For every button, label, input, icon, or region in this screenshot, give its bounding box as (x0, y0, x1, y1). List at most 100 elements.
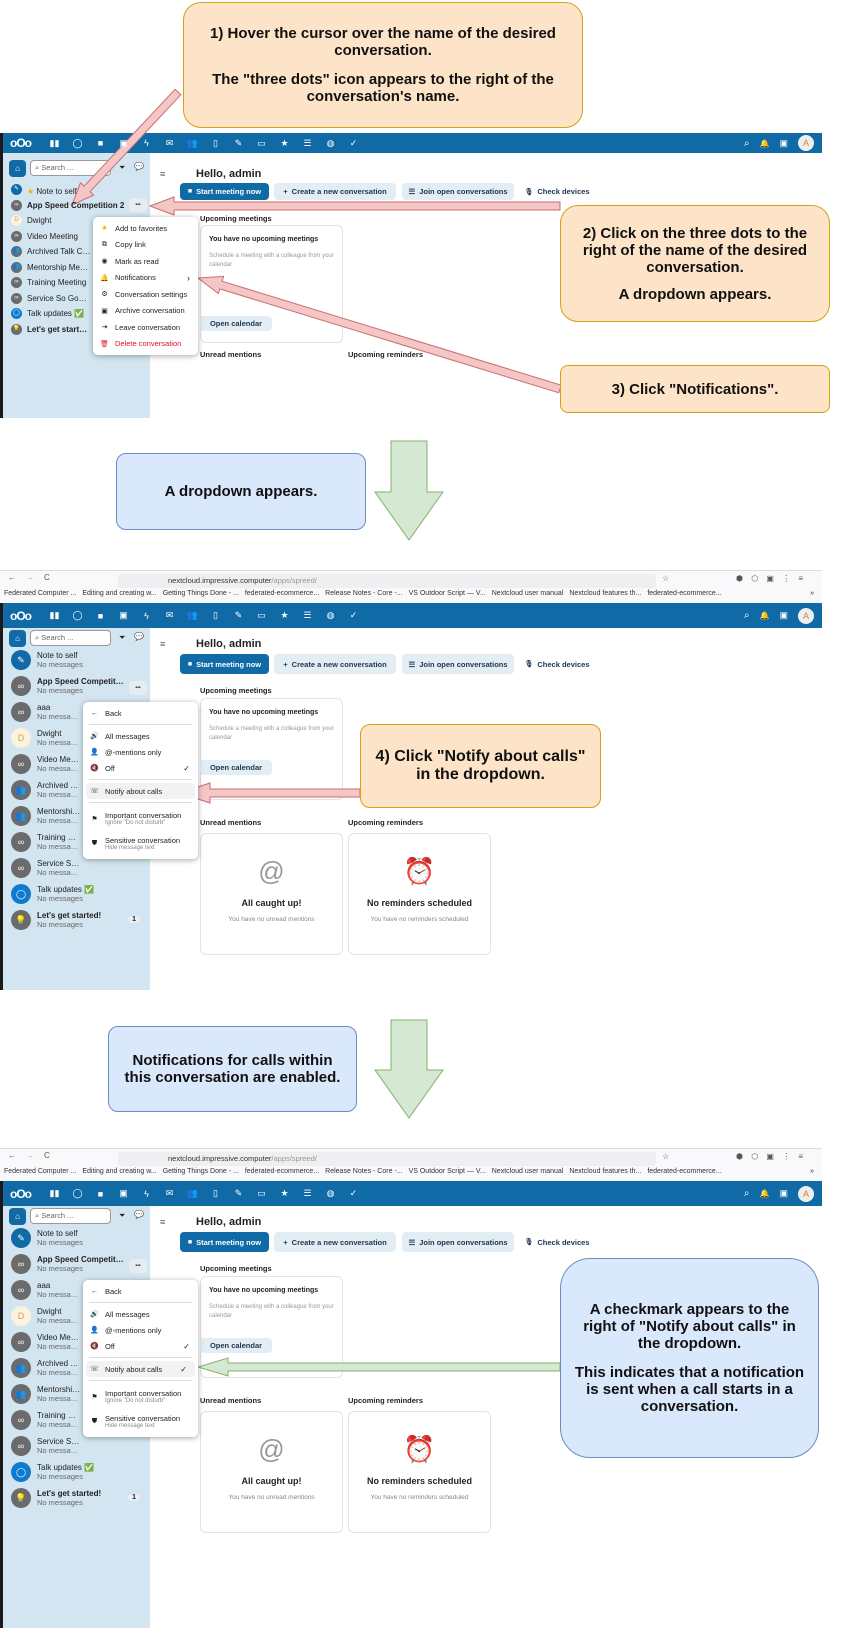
check-icon[interactable]: ✓ (349, 137, 358, 148)
filter-icon[interactable]: ⏷ (119, 633, 126, 642)
conversation-item[interactable]: ∞Service So Good, Cusomters Love ItNo me… (11, 855, 81, 881)
new-conversation-icon[interactable]: 💬 (134, 162, 144, 171)
bookmarks-more[interactable]: » (810, 1168, 814, 1175)
menu-item-archive-conversation[interactable]: ▣Archive conversation (93, 303, 198, 320)
conversation-item[interactable]: ✎★ Note to self (11, 182, 146, 198)
join-open-conversations-button[interactable]: ☰Join open conversations (402, 654, 514, 674)
home-button[interactable]: ⌂ (9, 1208, 26, 1225)
home-button[interactable]: ⌂ (9, 630, 26, 647)
user-avatar[interactable]: A (798, 607, 814, 624)
bookmark-item[interactable]: VS Outdoor Script — V... (408, 590, 486, 597)
menu-item-all[interactable]: 🔊All messages (83, 1306, 198, 1322)
deck-icon[interactable]: ▭ (257, 137, 266, 148)
conversation-item[interactable]: ∞Service So Good, Cusomters Love ItNo me… (11, 1433, 81, 1459)
menu-item-notifications[interactable]: 🔔Notifications› (93, 270, 198, 287)
bookmark-item[interactable]: Nextcloud user manual (491, 1168, 564, 1175)
menu-item-back[interactable]: ←Back (83, 705, 198, 721)
files-icon[interactable]: ■ (97, 610, 104, 621)
search-icon[interactable]: ⌕ (743, 137, 750, 149)
mail-icon[interactable]: ✉ (165, 1188, 174, 1198)
favorites-icon[interactable]: ★ (280, 1188, 289, 1198)
back-icon[interactable]: ← (8, 1151, 16, 1160)
menu-item-mentions[interactable]: 👤@-mentions only (83, 1322, 198, 1338)
conversation-item[interactable]: 👥Archived Talk Conversation (11, 244, 91, 260)
dashboard-icon[interactable]: ▮▮ (49, 610, 60, 620)
conversation-item[interactable]: 👥Mentorship Meeting (11, 260, 91, 276)
globe-icon[interactable]: ◍ (326, 610, 335, 620)
calendar-icon[interactable]: ▯ (213, 137, 218, 148)
create-conversation-button[interactable]: +Create a new conversation (274, 654, 396, 674)
mail-icon[interactable]: ✉ (165, 137, 174, 148)
conversation-item[interactable]: ∞Video Meeting (11, 229, 91, 245)
favorites-icon[interactable]: ★ (280, 610, 289, 620)
talk-icon[interactable]: ◯ (72, 610, 83, 620)
open-calendar-button[interactable]: Open calendar (200, 760, 272, 775)
contacts-icon[interactable]: 👥 (186, 137, 199, 148)
notes-icon[interactable]: ✎ (234, 137, 243, 148)
menu-item-add-to-favorites[interactable]: ★Add to favorites (93, 220, 198, 237)
notes-icon[interactable]: ✎ (234, 610, 243, 620)
open-calendar-button[interactable]: Open calendar (200, 1338, 272, 1353)
contacts-icon[interactable]: ▣ (779, 1188, 788, 1198)
menu-item-off[interactable]: 🔇Off✓ (83, 1338, 198, 1354)
files-icon[interactable]: ■ (97, 1188, 104, 1199)
bookmark-item[interactable]: Getting Things Done - ... (162, 590, 239, 597)
bookmark-item[interactable]: Getting Things Done - ... (162, 1168, 239, 1175)
toggle-sidebar-icon[interactable]: ≡ (160, 1217, 166, 1227)
menu-item-copy-link[interactable]: ⧉Copy link (93, 237, 198, 254)
calendar-icon[interactable]: ▯ (213, 1188, 218, 1198)
bookmark-item[interactable]: Nextcloud user manual (491, 590, 564, 597)
search-input[interactable]: ⌕ Search ... (30, 160, 111, 176)
dashboard-icon[interactable]: ▮▮ (49, 1188, 60, 1198)
conversation-item[interactable]: 💡Let's get started! (11, 322, 91, 338)
conversation-item[interactable]: ∞Service So Good, Cusomters Love It (11, 291, 91, 307)
menu-item-delete-conversation[interactable]: 🗑Delete conversation (93, 336, 198, 353)
menu-item-off[interactable]: 🔇Off✓ (83, 760, 198, 776)
notes-icon[interactable]: ✎ (234, 1188, 243, 1198)
toggle-sidebar-icon[interactable]: ≡ (160, 169, 166, 179)
menu-item-calls[interactable]: ☏Notify about calls✓ (86, 1361, 195, 1377)
search-icon[interactable]: ⌕ (743, 610, 750, 621)
start-meeting-button[interactable]: ■Start meeting now (180, 1232, 269, 1252)
contacts-icon[interactable]: 👥 (186, 610, 199, 620)
notifications-icon[interactable]: 🔔 (759, 611, 770, 620)
conversation-item[interactable]: ∞Video MeetingNo messages (11, 751, 81, 777)
conversation-item[interactable]: ∞Video MeetingNo messages (11, 1329, 81, 1355)
search-input[interactable]: ⌕ Search ... (30, 1208, 111, 1224)
join-open-conversations-button[interactable]: ☰Join open conversations (402, 1232, 514, 1252)
deck-icon[interactable]: ▭ (257, 610, 266, 620)
url-bar[interactable]: nextcloud.impressive.computer/apps/spree… (118, 574, 656, 588)
files-icon[interactable]: ■ (97, 138, 104, 148)
activity-icon[interactable]: ϟ (144, 1188, 149, 1199)
bookmark-item[interactable]: federated-ecommerce... (244, 590, 320, 597)
menu-item-all[interactable]: 🔊All messages (83, 728, 198, 744)
conversation-item[interactable]: 👥Mentorship MeetingNo messages (11, 803, 81, 829)
conversation-item[interactable]: ∞Training MeetingNo messages (11, 1407, 81, 1433)
notifications-icon[interactable]: 🔔 (759, 138, 770, 148)
conversation-item[interactable]: ∞Training MeetingNo messages (11, 829, 81, 855)
user-avatar[interactable]: A (798, 1185, 814, 1202)
bookmark-item[interactable]: federated-ecommerce... (647, 590, 722, 597)
start-meeting-button[interactable]: ■Start meeting now (180, 654, 269, 674)
start-meeting-button[interactable]: ■Start meeting now (180, 183, 269, 200)
reload-icon[interactable]: C (44, 1151, 50, 1160)
nextcloud-logo[interactable]: oOo (10, 608, 32, 623)
create-conversation-button[interactable]: +Create a new conversation (274, 183, 396, 200)
menu-item-leave-conversation[interactable]: ⇥Leave conversation (93, 319, 198, 336)
bookmark-item[interactable]: federated-ecommerce... (244, 1168, 320, 1175)
bookmark-item[interactable]: VS Outdoor Script — V... (408, 1168, 486, 1175)
bookmark-item[interactable]: Federated Computer ... (4, 1168, 77, 1175)
home-button[interactable]: ⌂ (9, 160, 26, 177)
activity-icon[interactable]: ϟ (144, 138, 149, 148)
activity-icon[interactable]: ϟ (144, 610, 149, 621)
toggle-sidebar-icon[interactable]: ≡ (160, 639, 166, 649)
